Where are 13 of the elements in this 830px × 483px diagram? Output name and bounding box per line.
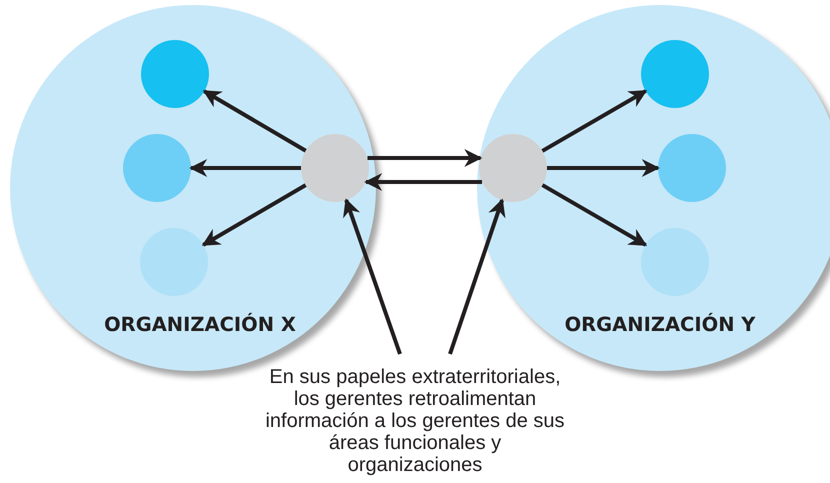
- annotation-text: En sus papeles extraterritoriales, los gerentes retroalimentan información a los gerentes de sus áreas funcionales y organizaciones: [262, 366, 568, 478]
- organization-label: ORGANIZACIÓN Y: [564, 313, 756, 336]
- arrow: [202, 183, 307, 247]
- arrow: [541, 89, 648, 153]
- arrow: [368, 149, 482, 167]
- arrow: [189, 159, 301, 177]
- organization-label: ORGANIZACIÓN X: [104, 313, 296, 336]
- arrow: [364, 173, 482, 191]
- arrow: [541, 183, 648, 247]
- arrow: [547, 159, 660, 177]
- arrow: [343, 198, 402, 355]
- arrow: [202, 90, 307, 152]
- arrow: [448, 198, 506, 355]
